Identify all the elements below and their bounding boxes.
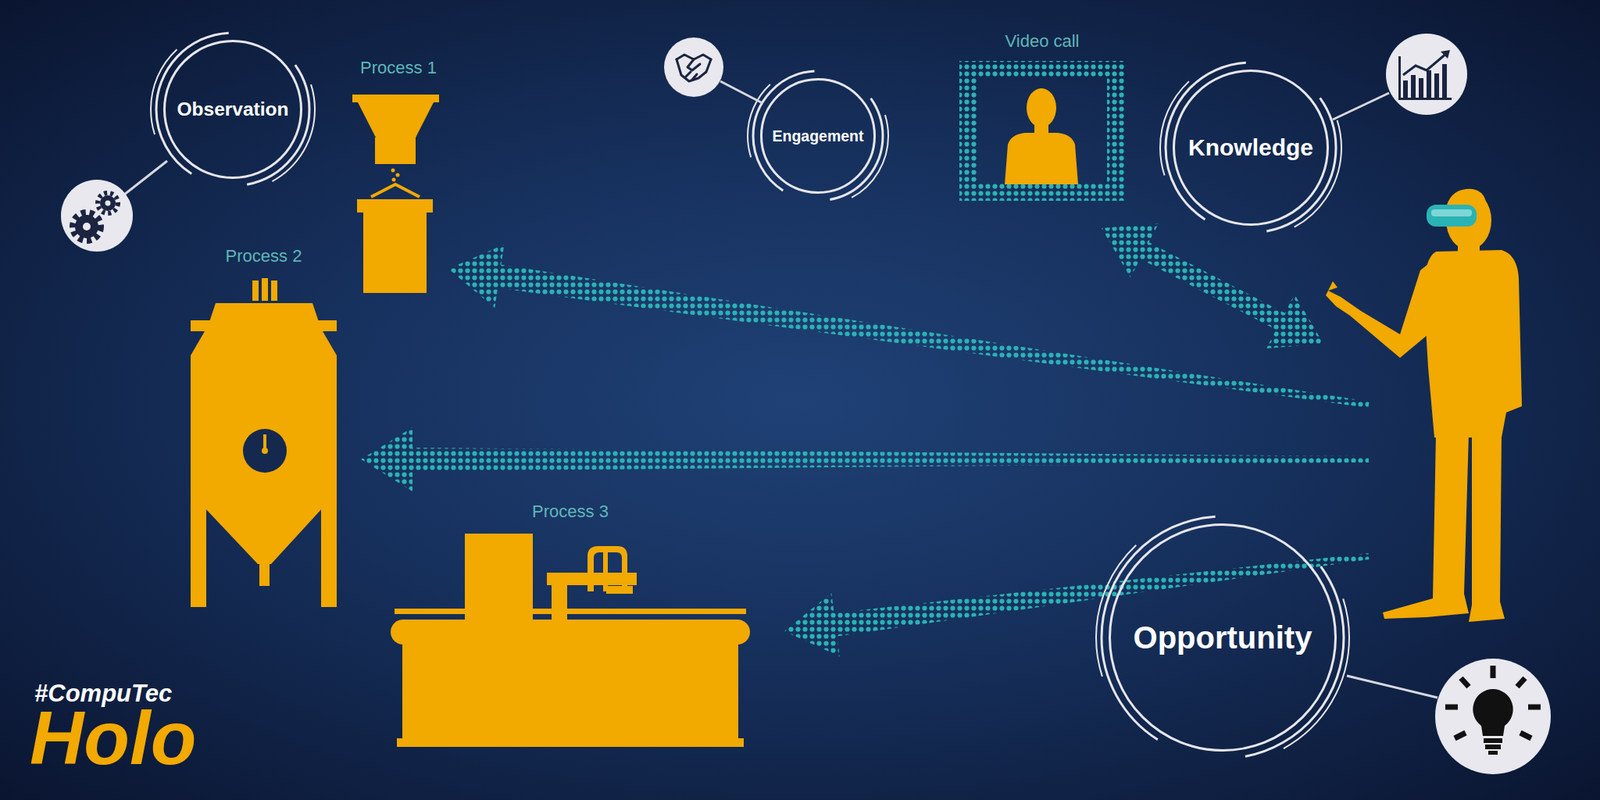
process-node: Process 1	[332, 57, 465, 297]
machine-illustration	[390, 533, 750, 747]
ring-arc	[1096, 510, 1350, 765]
video-frame	[959, 60, 1125, 201]
circle-node: Opportunity	[1108, 523, 1337, 752]
circle-node: Engagement	[760, 78, 876, 194]
node-label: Knowledge	[1188, 134, 1314, 161]
dotted-arrows	[360, 223, 1370, 657]
caller-figure	[1004, 88, 1079, 185]
dotted-arrow	[448, 244, 1370, 408]
chart-icon	[1385, 33, 1468, 115]
presenter-figure	[1325, 189, 1522, 622]
circle-node: Knowledge	[1172, 69, 1329, 226]
brand-logo: Holo	[29, 700, 197, 776]
ring-arc	[156, 32, 310, 186]
process-label: Process 3	[379, 501, 761, 522]
dotted-arrow	[360, 427, 1369, 492]
process-node: Video call	[948, 31, 1136, 205]
handshake-icon	[664, 37, 724, 97]
ring-arc	[747, 65, 889, 207]
ring-arc	[1101, 516, 1344, 759]
ring-arc	[753, 71, 883, 201]
gear-icon	[60, 179, 133, 252]
bulb-icon	[1435, 658, 1551, 775]
leader-lines	[120, 81, 1438, 698]
process-label: Process 2	[176, 246, 351, 267]
process-node: Process 3	[379, 501, 761, 750]
ring-arc	[1165, 62, 1336, 233]
circle-node: Observation	[163, 39, 303, 179]
process-label: Process 1	[332, 57, 465, 79]
node-label: Observation	[177, 98, 290, 121]
tank-illustration	[190, 278, 337, 608]
node-label: Opportunity	[1133, 620, 1313, 656]
dotted-arrow	[1101, 223, 1324, 349]
ring-arc	[150, 27, 315, 192]
node-label: Engagement	[771, 127, 864, 146]
hopper-illustration	[352, 94, 440, 293]
ring-arc	[1160, 57, 1342, 239]
circle-rings	[150, 27, 1350, 765]
process-node: Process 2	[176, 246, 351, 610]
process-label: Video call	[948, 31, 1136, 52]
dotted-arrow	[784, 553, 1370, 657]
